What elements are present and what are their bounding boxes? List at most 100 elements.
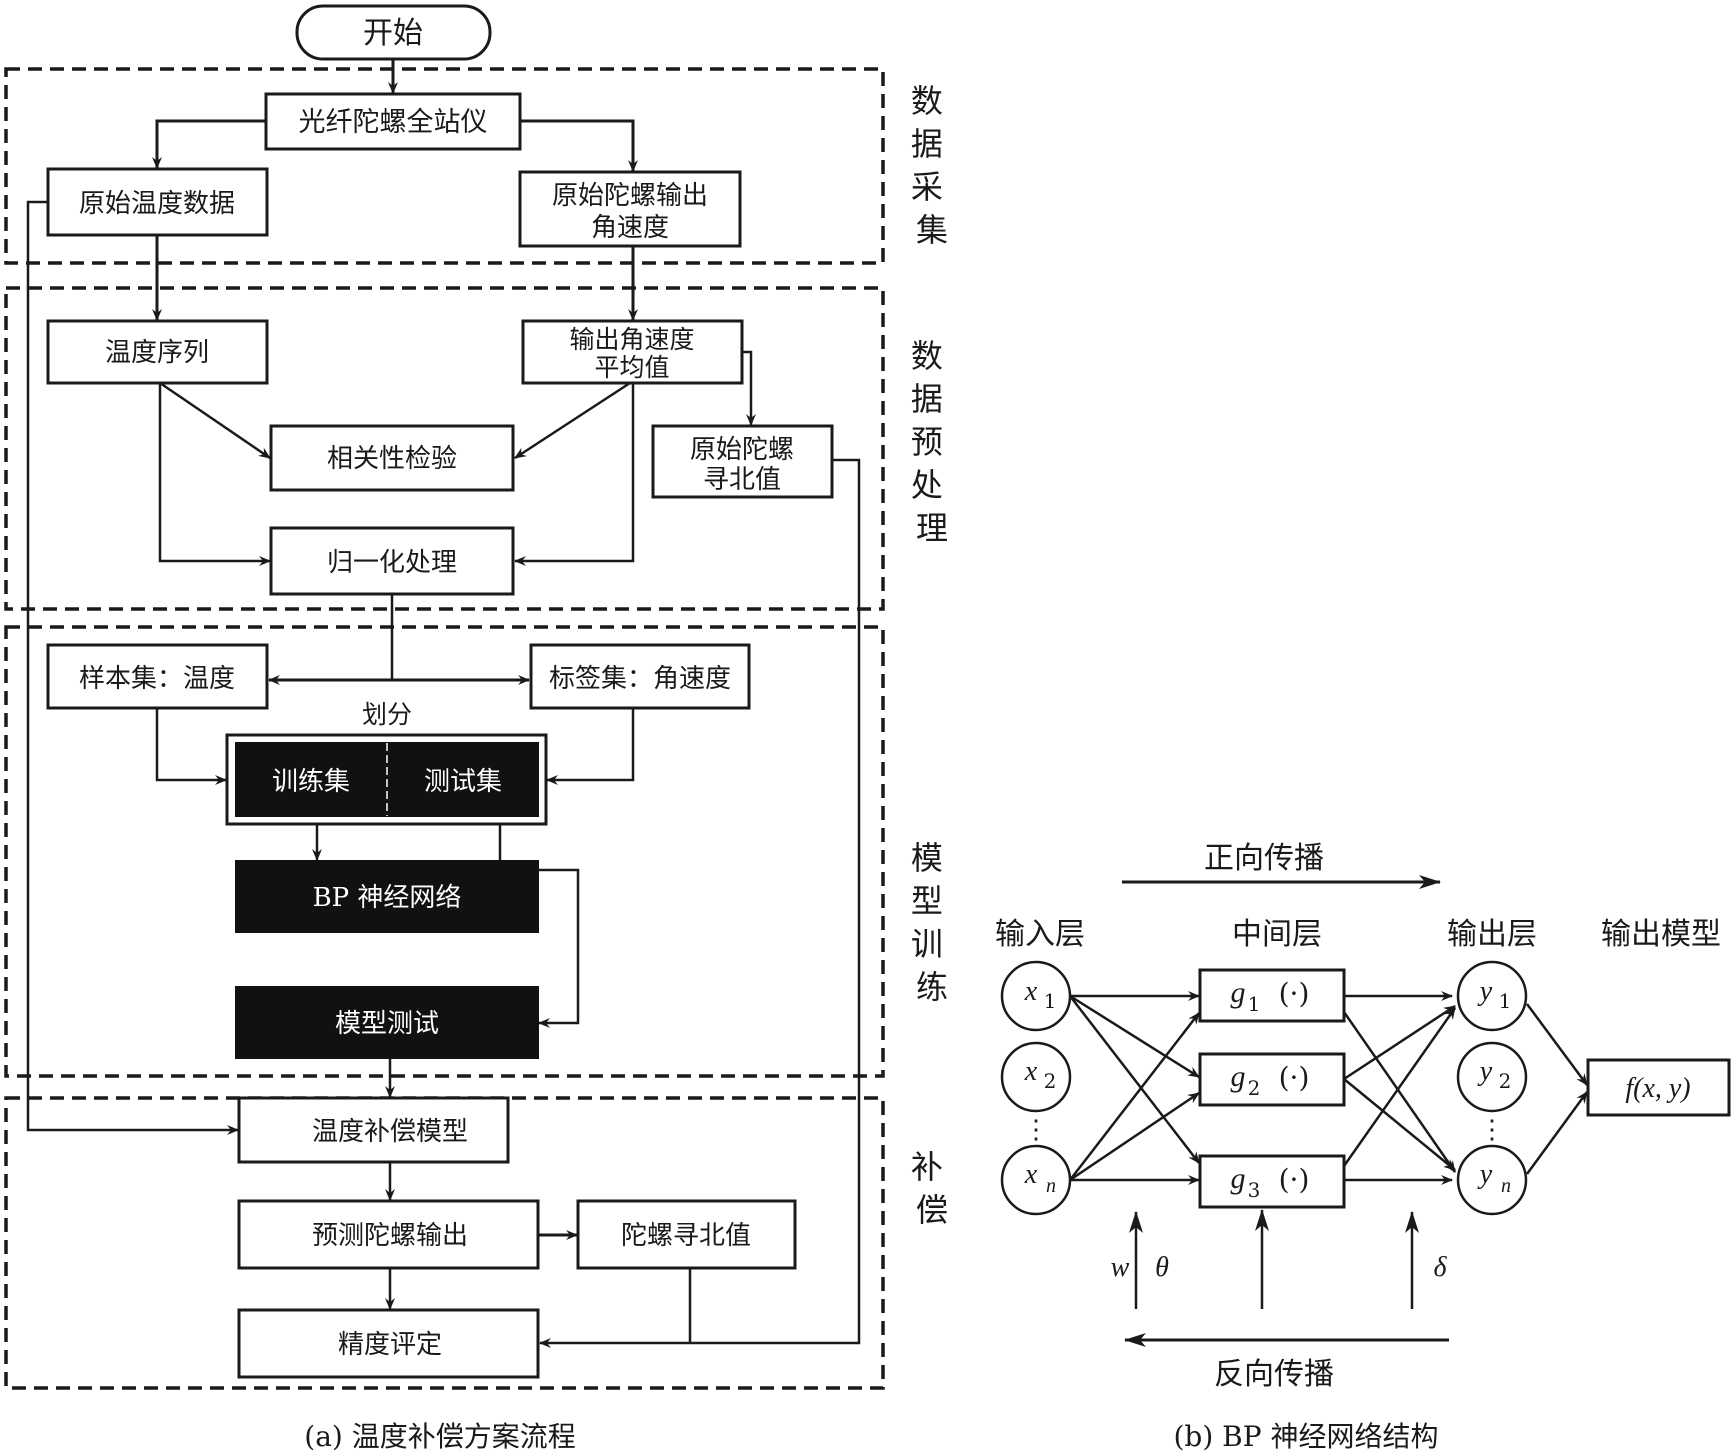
node-raw-gyro bbox=[518, 170, 742, 248]
node-correlation-test-label: 相关性检验 bbox=[327, 444, 457, 474]
hidden-node-3-sub: 3 bbox=[1248, 1178, 1261, 1202]
output-model-box bbox=[1586, 1058, 1731, 1117]
param-label-w: w bbox=[1111, 1252, 1130, 1283]
node-raw-north-line2: 寻北值 bbox=[703, 465, 781, 495]
arrow-avg-to-raw-north bbox=[742, 350, 756, 426]
split-label: 划分 bbox=[362, 700, 412, 729]
stage-char: 据 bbox=[911, 380, 943, 418]
node-train-set-label: 训练集 bbox=[272, 767, 350, 797]
output-model-label: f(x, y) bbox=[1625, 1073, 1690, 1104]
output-node-n-sub: n bbox=[1501, 1175, 1511, 1197]
output-node-2 bbox=[1456, 1041, 1528, 1113]
stage-label-data-acquisition: 数 据 采 集 bbox=[911, 82, 953, 249]
node-sample-set-label: 样本集：温度 bbox=[79, 664, 235, 694]
stage-char: 数 bbox=[911, 82, 943, 120]
backward-propagation-label: 反向传播 bbox=[1214, 1357, 1334, 1392]
node-gyro-north bbox=[576, 1199, 797, 1270]
arrow-station-to-raw-temp bbox=[152, 119, 266, 169]
stage-label-compensation: 补 偿 bbox=[911, 1148, 953, 1229]
node-comp-model-label: 温度补偿模型 bbox=[312, 1117, 468, 1147]
node-raw-temp bbox=[46, 167, 269, 237]
stage-char: 型 bbox=[911, 882, 943, 920]
node-normalization-label: 归一化处理 bbox=[327, 548, 457, 578]
output-node-n bbox=[1456, 1144, 1528, 1216]
node-raw-north-line1: 原始陀螺 bbox=[690, 435, 794, 465]
edge-g1-yn bbox=[1342, 1011, 1457, 1173]
edge-yn-model bbox=[1525, 1091, 1589, 1175]
node-test-set-label: 测试集 bbox=[424, 767, 502, 797]
stage-char: 理 bbox=[916, 509, 948, 547]
node-fog-station-label: 光纤陀螺全站仪 bbox=[299, 107, 488, 138]
edge-xn-g2 bbox=[1069, 1091, 1200, 1182]
layer-label-output: 输出层 bbox=[1447, 917, 1537, 952]
node-temp-series bbox=[46, 319, 269, 385]
node-raw-gyro-line1: 原始陀螺输出 bbox=[552, 181, 708, 211]
node-raw-temp-label: 原始温度数据 bbox=[79, 189, 235, 219]
node-raw-gyro-line2: 角速度 bbox=[591, 213, 669, 243]
node-accuracy-eval bbox=[237, 1308, 540, 1379]
edge-y1-model bbox=[1525, 1003, 1589, 1086]
layer-label-hidden: 中间层 bbox=[1232, 917, 1322, 952]
output-node-1-sub: 1 bbox=[1499, 989, 1512, 1013]
node-sample-set bbox=[46, 643, 269, 710]
panel-b-bp-network: 正向传播 输入层 中间层 输出层 输出模型 x bbox=[995, 841, 1731, 1453]
arrow-series-to-normalization bbox=[158, 383, 271, 566]
arrow-station-to-raw-gyro bbox=[520, 119, 638, 172]
param-label-theta: θ bbox=[1155, 1252, 1169, 1283]
input-node-2-sub: 2 bbox=[1044, 1069, 1057, 1093]
edge-g2-y1 bbox=[1343, 1004, 1456, 1081]
input-node-2-symbol: x bbox=[1024, 1056, 1038, 1087]
input-node-1 bbox=[1000, 960, 1072, 1032]
layer-label-model: 输出模型 bbox=[1601, 917, 1721, 952]
stage-char: 训 bbox=[911, 925, 943, 963]
node-label-set-label: 标签集：角速度 bbox=[549, 664, 731, 694]
hidden-node-3-symbol: g bbox=[1231, 1162, 1246, 1195]
input-node-n-sub: n bbox=[1046, 1175, 1056, 1197]
edge-g2-yn bbox=[1343, 1078, 1456, 1171]
edge-xn-g1 bbox=[1069, 1012, 1200, 1181]
arrow-sample-to-split bbox=[155, 708, 227, 785]
node-correlation-test bbox=[269, 424, 515, 492]
node-comp-model bbox=[237, 1096, 510, 1164]
node-train-set bbox=[235, 742, 387, 817]
input-node-2 bbox=[1000, 1041, 1072, 1113]
stage-char: 模 bbox=[911, 839, 943, 877]
param-label-delta: δ bbox=[1433, 1252, 1447, 1283]
stage-char: 据 bbox=[911, 125, 943, 163]
output-node-1 bbox=[1456, 960, 1528, 1032]
stage-box-compensation bbox=[4, 1096, 885, 1390]
node-avg-rate-line1: 输出角速度 bbox=[569, 325, 694, 354]
hidden-node-3 bbox=[1198, 1154, 1346, 1209]
output-node-2-symbol: y bbox=[1477, 1056, 1493, 1087]
layer-label-input: 输入层 bbox=[995, 917, 1085, 952]
arrow-label-to-split bbox=[546, 708, 635, 785]
node-avg-rate bbox=[521, 319, 744, 385]
arrow-bp-to-model-test bbox=[538, 868, 580, 1028]
node-predict-output-label: 预测陀螺输出 bbox=[312, 1221, 468, 1251]
stage-char: 集 bbox=[916, 211, 948, 249]
output-node-2-sub: 2 bbox=[1499, 1069, 1512, 1093]
output-node-n-symbol: y bbox=[1477, 1159, 1493, 1190]
stage-char: 练 bbox=[916, 968, 948, 1006]
hidden-output-connections bbox=[1342, 991, 1457, 1185]
node-bp-network bbox=[235, 860, 539, 933]
hidden-node-2-symbol: g bbox=[1231, 1060, 1246, 1093]
stage-char: 采 bbox=[911, 168, 943, 206]
arrow-avg-to-normalization bbox=[514, 383, 635, 566]
stage-char: 偿 bbox=[916, 1191, 948, 1229]
output-node-1-symbol: y bbox=[1477, 976, 1493, 1007]
node-temp-series-label: 温度序列 bbox=[105, 338, 209, 368]
caption-a: (a) 温度补偿方案流程 bbox=[304, 1420, 575, 1453]
hidden-node-2-sub: 2 bbox=[1248, 1076, 1261, 1100]
edge-g3-y1 bbox=[1342, 1007, 1457, 1167]
node-gyro-north-label: 陀螺寻北值 bbox=[621, 1221, 751, 1251]
input-node-n-symbol: x bbox=[1024, 1159, 1038, 1190]
edge-x1-g2 bbox=[1069, 994, 1200, 1079]
hidden-node-2-arg: (·) bbox=[1279, 1061, 1310, 1094]
input-ellipsis: ⋮ bbox=[1023, 1115, 1049, 1145]
hidden-node-1-sub: 1 bbox=[1248, 992, 1261, 1016]
stage-box-data-acquisition bbox=[4, 67, 885, 265]
node-bp-network-label: BP 神经网络 bbox=[313, 883, 462, 913]
node-model-test-label: 模型测试 bbox=[335, 1009, 439, 1039]
stage-label-model-training: 模 型 训 练 bbox=[911, 839, 953, 1006]
